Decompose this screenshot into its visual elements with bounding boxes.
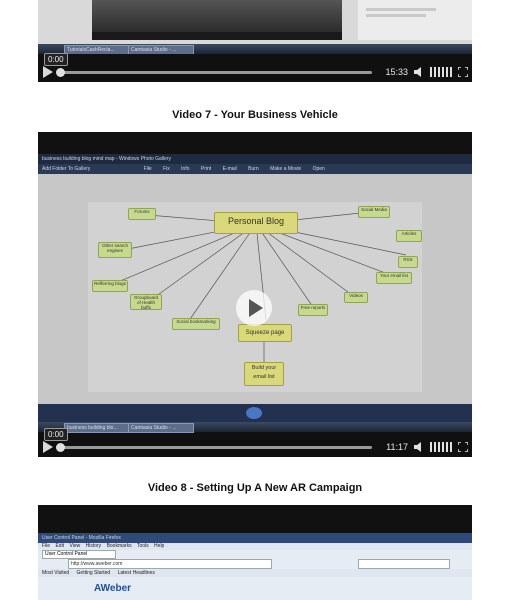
play-button[interactable] <box>43 441 53 453</box>
video-7-controls: 0:00 11:17 <box>38 428 472 457</box>
build-list-node: Build your email list <box>244 362 284 386</box>
toolbar-item[interactable]: E-mail <box>222 166 237 172</box>
fullscreen-icon[interactable] <box>458 67 468 77</box>
mind-map-node: Forums <box>128 208 156 220</box>
play-overlay-button[interactable] <box>236 290 272 326</box>
video-6-controls: 0:00 15:33 <box>38 53 472 82</box>
menu-item[interactable]: View <box>69 543 81 549</box>
toolbar-item[interactable]: Open <box>312 166 325 172</box>
video-player-7[interactable]: business building blog mind map - Window… <box>38 132 472 457</box>
video-8-heading: Video 8 - Setting Up A New AR Campaign <box>147 482 363 494</box>
duration-label: 11:17 <box>386 442 408 452</box>
toolbar-item[interactable]: Add Folder To Gallery <box>42 166 91 172</box>
seek-bar[interactable] <box>56 443 372 452</box>
video-6-embedded-player <box>92 0 342 40</box>
bookmark-item[interactable]: Getting Started <box>76 570 111 576</box>
firefox-titlebar: User Control Panel - Mozilla Firefox <box>38 533 472 543</box>
address-bar[interactable]: http://www.aweber.com <box>68 559 272 569</box>
video-6-screen <box>38 0 472 44</box>
mind-map-node: Refferring blogs <box>92 280 128 292</box>
menu-item[interactable]: File <box>42 543 51 549</box>
taskbar-item: Camtasia Studio - ... <box>128 423 194 433</box>
current-time-bubble: 0:00 <box>44 428 68 441</box>
toolbar-item[interactable]: Fix <box>163 166 170 172</box>
mind-map-node: Social bookmarking <box>172 318 220 330</box>
firefox-menubar: File Edit View History Bookmarks Tools H… <box>38 543 472 550</box>
browser-tab[interactable]: User Control Panel <box>42 550 116 559</box>
toolbar-item[interactable]: Info <box>181 166 190 172</box>
video-7-heading: Video 7 - Your Business Vehicle <box>172 109 338 121</box>
volume-icon[interactable] <box>414 442 426 452</box>
menu-item[interactable]: Edit <box>55 543 65 549</box>
video-7-screen: business building blog mind map - Window… <box>38 154 472 422</box>
toolbar-item[interactable]: Burn <box>248 166 259 172</box>
aweber-logo: AWeber <box>94 583 132 594</box>
mind-map-node: Articles <box>396 230 422 242</box>
duration-label: 15:33 <box>385 67 408 77</box>
window-toolbar: Add Folder To Gallery File Fix Info Prin… <box>38 164 472 174</box>
gallery-slideshow-button[interactable] <box>246 407 262 419</box>
menu-item[interactable]: Bookmarks <box>106 543 132 549</box>
squeeze-page-node: Squeeze page <box>238 324 292 342</box>
mind-map-node: Your email list <box>376 272 412 284</box>
mind-map: Personal Blog Forums Other search engine… <box>88 202 422 392</box>
menu-item[interactable]: Tools <box>136 543 149 549</box>
mind-map-node: Videos <box>344 292 368 303</box>
seek-bar[interactable] <box>56 68 372 77</box>
volume-icon[interactable] <box>414 67 426 77</box>
mind-map-node: Groupboard of Health buffs <box>130 294 162 310</box>
mind-map-node: Free reports <box>298 304 328 316</box>
video-7-taskbar: business building blo... Camtasia Studio… <box>38 422 472 433</box>
mind-map-node: Social Media <box>358 206 390 218</box>
menu-item[interactable]: History <box>85 543 102 549</box>
seek-knob[interactable] <box>56 68 65 77</box>
current-time-bubble: 0:00 <box>44 53 68 66</box>
volume-slider[interactable] <box>430 67 454 77</box>
toolbar-item[interactable]: Make a Movie <box>270 166 302 172</box>
seek-knob[interactable] <box>56 443 65 452</box>
window-titlebar: business building blog mind map - Window… <box>38 154 472 164</box>
mind-map-center: Personal Blog <box>214 212 298 234</box>
video-player-8[interactable]: User Control Panel - Mozilla Firefox Fil… <box>38 505 472 600</box>
toolbar-item[interactable]: Print <box>200 166 212 172</box>
menu-item[interactable]: Help <box>154 543 165 549</box>
bookmark-item[interactable]: Most Visited <box>42 570 70 576</box>
bookmarks-bar: Most Visited Getting Started Latest Head… <box>38 569 472 577</box>
mind-map-node: Other search engines <box>98 242 132 258</box>
mind-map-node: RSS <box>398 256 418 268</box>
video-8-screen: User Control Panel - Mozilla Firefox Fil… <box>38 533 472 600</box>
fullscreen-icon[interactable] <box>458 442 468 452</box>
gallery-controls <box>38 404 472 422</box>
bookmark-item[interactable]: Latest Headlines <box>117 570 155 576</box>
taskbar-item: business building blo... <box>64 423 130 433</box>
video-6-side-panel <box>358 0 472 40</box>
video-player-6[interactable]: TutorialsCashRecla... Camtasia Studio - … <box>38 0 472 82</box>
volume-slider[interactable] <box>430 442 454 452</box>
play-button[interactable] <box>43 66 53 78</box>
video-6-taskbar: TutorialsCashRecla... Camtasia Studio - … <box>38 44 472 55</box>
search-field[interactable] <box>358 559 450 569</box>
toolbar-item[interactable]: File <box>143 166 152 172</box>
